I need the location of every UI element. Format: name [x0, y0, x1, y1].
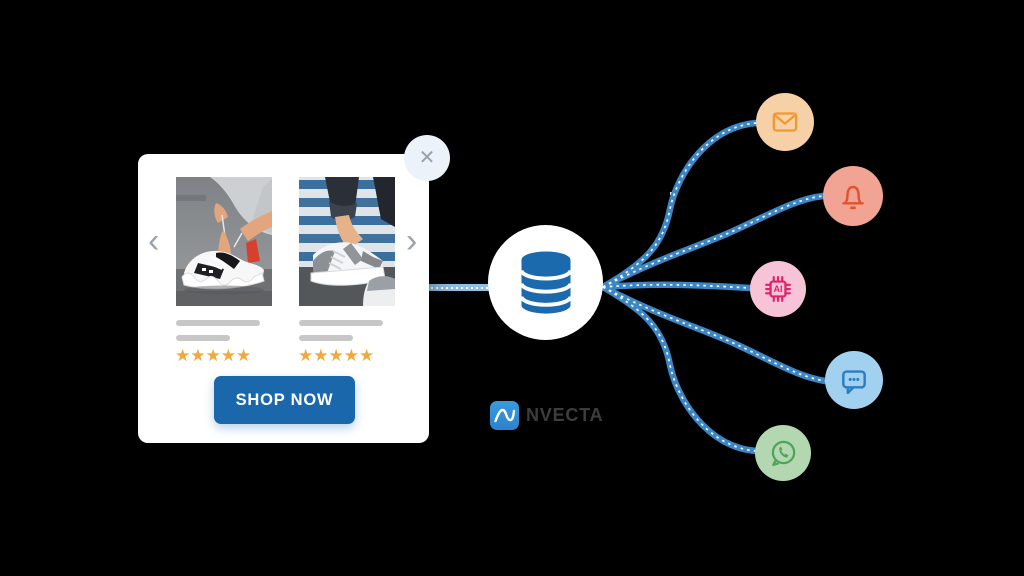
star-rating-2: ★★★★★ [298, 346, 375, 365]
channel-whatsapp [755, 425, 811, 481]
brand-name: NVECTA [526, 405, 604, 425]
grey-sneaker-illustration [299, 177, 395, 306]
ai-chip-icon: AI [765, 276, 791, 302]
text-placeholder-bar [176, 320, 260, 326]
star-rating-1: ★★★★★ [175, 346, 252, 365]
carousel-next-button[interactable]: › [406, 222, 418, 260]
connector-dots [431, 286, 489, 289]
database-icon [519, 251, 572, 314]
text-placeholder-bar [176, 335, 230, 341]
channel-chat [825, 351, 883, 409]
product-photo-2 [299, 177, 395, 306]
hub-connection-lines [599, 119, 829, 455]
wave-logo-icon [494, 408, 516, 423]
bell-icon [842, 185, 864, 210]
text-placeholder-bar [299, 320, 383, 326]
product-popup-card: ‹ › [138, 154, 429, 443]
text-placeholder-bar [299, 335, 353, 341]
close-button[interactable]: ✕ [404, 135, 450, 181]
carousel-prev-button[interactable]: ‹ [148, 222, 160, 260]
email-icon [772, 112, 798, 132]
product-photo-1 [176, 177, 272, 306]
ai-label: AI [773, 284, 782, 294]
shop-now-button[interactable]: SHOP NOW [214, 376, 355, 424]
chat-bubble-icon [842, 370, 866, 395]
close-icon: ✕ [418, 147, 436, 169]
brand-logo-mark [490, 401, 519, 430]
channel-notifications [823, 166, 883, 226]
whatsapp-icon [771, 440, 796, 467]
sneaker-lacing-illustration [176, 177, 272, 306]
data-hub [488, 225, 603, 340]
channel-email [756, 93, 814, 151]
card-to-hub-connector [429, 284, 491, 291]
channel-ai: AI [750, 261, 806, 317]
brand-lockup: NVECTA [490, 401, 603, 430]
